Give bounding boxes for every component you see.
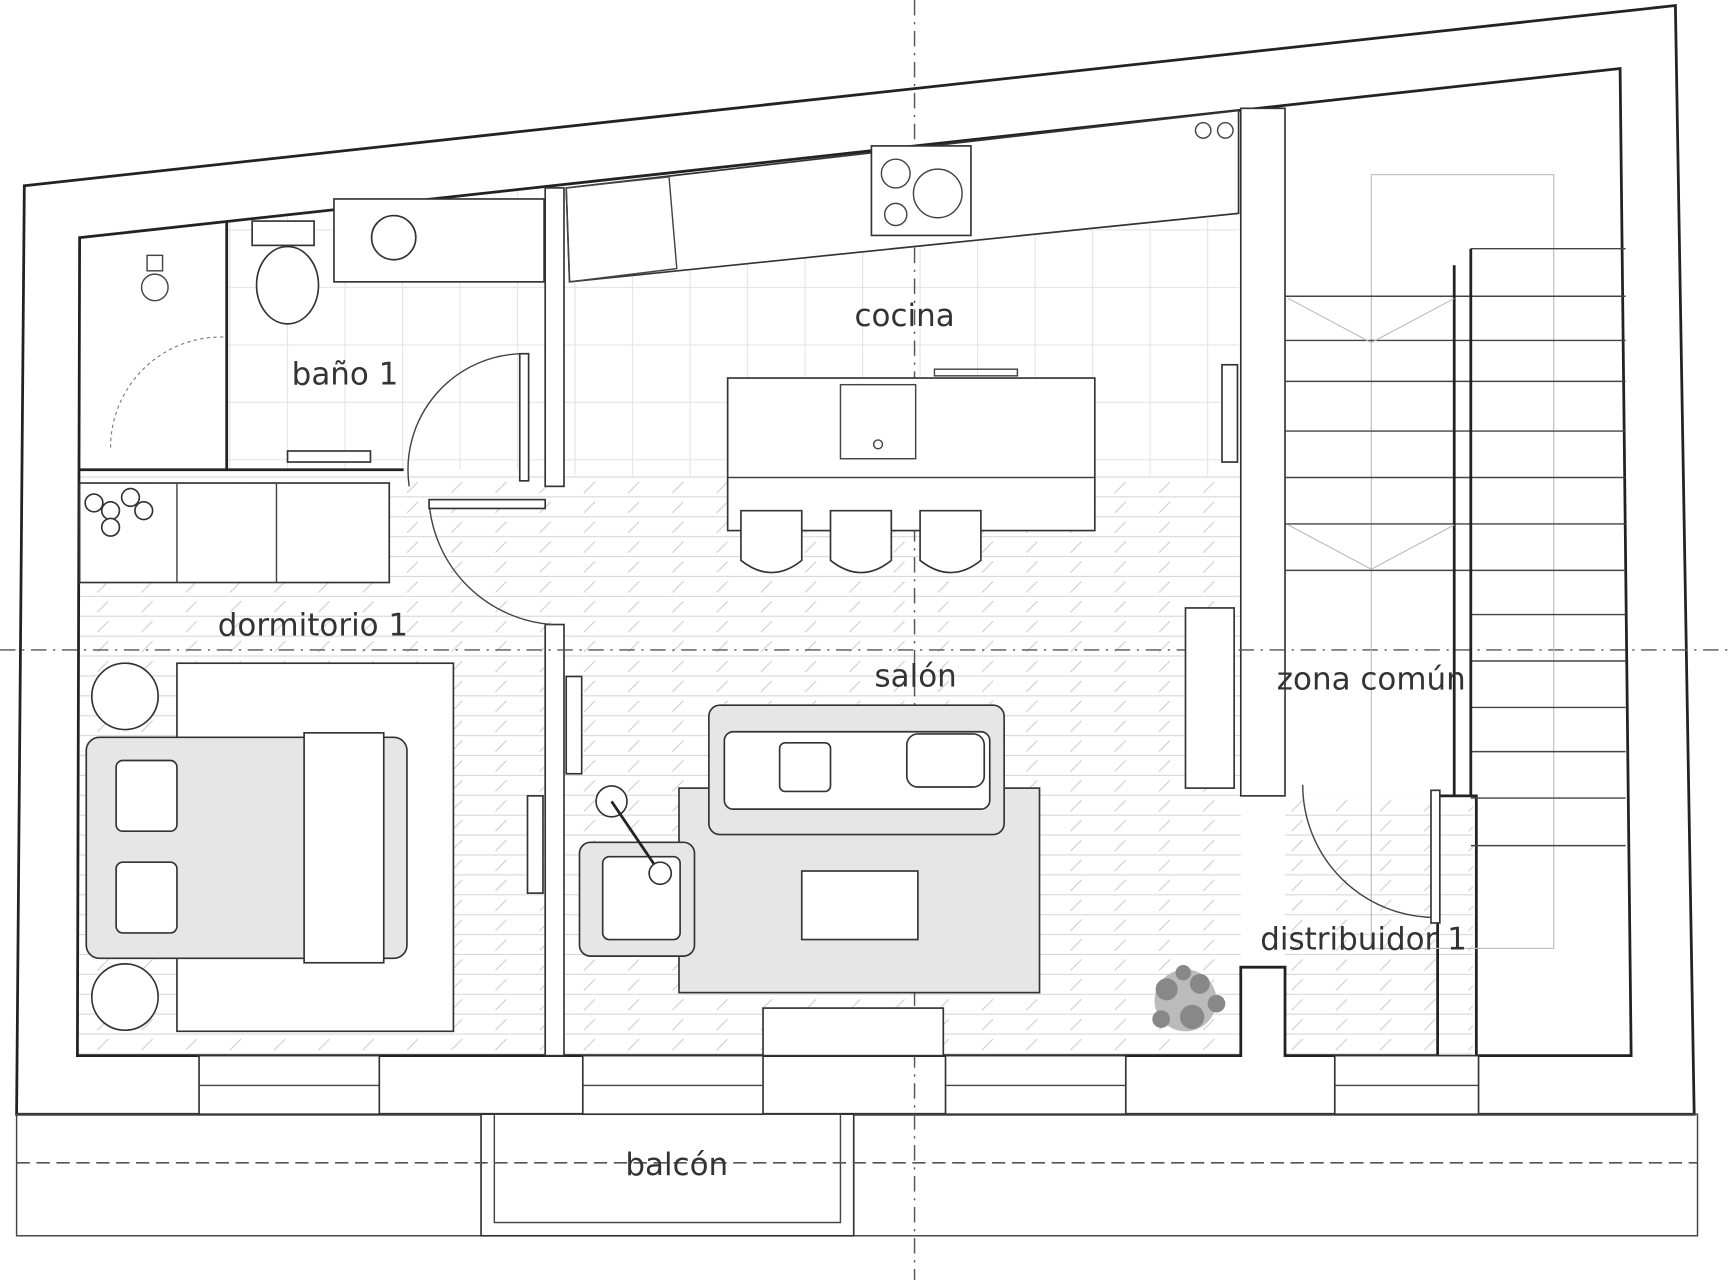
wall-bed-living [544,623,565,1057]
balcony-slab [15,1113,1699,1237]
fridge-handle [1221,363,1239,463]
pillow [115,861,178,934]
balcony-bench [762,1007,945,1057]
cushion [778,741,832,793]
room-label-bano: baño 1 [292,357,399,393]
bathroom-door-arc [407,352,526,487]
shower-drain [140,273,169,302]
wall-bath-kitchen [544,187,565,488]
coffee-table [800,870,919,941]
toilet [255,245,320,325]
burner-icon [880,158,911,189]
nightstand [90,662,159,731]
tv-unit [1184,607,1235,789]
cushion [905,733,986,788]
burner-icon [1216,121,1234,139]
room-label-dormitorio: dormitorio 1 [218,608,408,644]
burner-icon [912,168,963,219]
wall-kitchen-common [1239,107,1286,797]
floor-hatch-hall [1285,795,1474,1056]
burner-icon [1194,121,1212,139]
bathroom-vanity [333,198,545,283]
towels [84,487,154,537]
room-label-balcon: balcón [625,1147,728,1183]
kitchen-island [726,377,1096,532]
pillow [115,759,178,833]
balcony-railing [480,1113,855,1237]
nightstand [90,963,159,1032]
entry-door-arc [1301,784,1436,919]
cooktop [870,145,972,237]
bar-stools [740,509,982,574]
kitchen-upper-cabinets [565,176,678,283]
toilet-tank [251,220,315,247]
bed-blanket [303,732,385,964]
room-label-cocina: cocina [855,298,955,334]
plant-icon [1152,964,1226,1032]
room-label-distribuidor: distribuidor 1 [1260,922,1467,958]
room-label-zona-comun: zona común [1277,662,1466,698]
burner-icon [883,202,908,227]
shower-door-arc [110,336,227,448]
bedroom-door-arc [428,502,553,626]
staircase [1285,174,1626,949]
island-sink [839,383,917,460]
windows [198,1054,1480,1116]
washbasin [370,214,417,261]
room-label-salon: salón [875,658,957,694]
